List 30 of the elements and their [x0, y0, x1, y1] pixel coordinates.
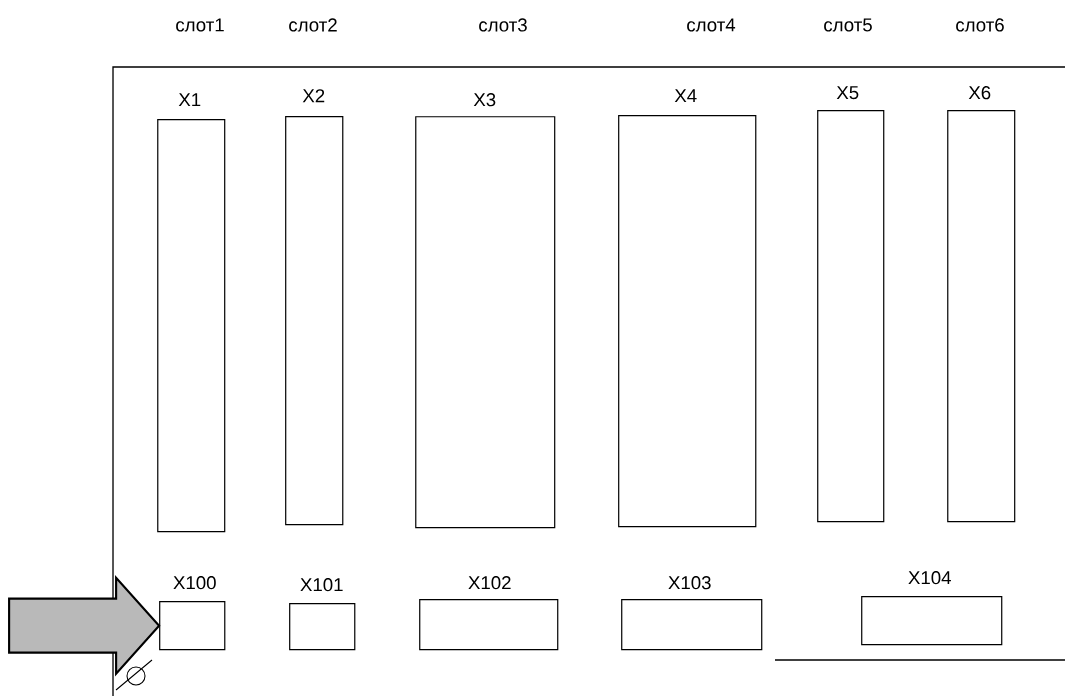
connector-slot: X104 — [861, 571, 1003, 646]
slot-label: слот1 — [176, 18, 224, 32]
slot-label: слот2 — [289, 18, 337, 32]
node-label: X2 — [302, 89, 325, 103]
connector-slot: X5 — [817, 86, 885, 523]
node-label: X102 — [468, 576, 511, 590]
slot-label: слот6 — [956, 18, 1004, 32]
connector-slot: X102 — [419, 576, 559, 651]
node-label: X4 — [674, 89, 697, 103]
node-label: X104 — [908, 571, 951, 585]
connector-slot: X100 — [159, 576, 226, 651]
connector-slot: X6 — [947, 86, 1016, 523]
node-label: X1 — [178, 93, 201, 107]
slot-label: слот5 — [824, 18, 872, 32]
connector-slot: X3 — [415, 93, 556, 529]
connector-slot: X103 — [621, 576, 763, 651]
node-label: X100 — [173, 576, 216, 590]
slot-label: слот3 — [479, 18, 527, 32]
block-arrow — [8, 574, 161, 677]
connector-slot: X1 — [157, 93, 226, 533]
slot-label: слот4 — [687, 18, 736, 32]
node-label: X103 — [668, 576, 711, 590]
connector-slot: X101 — [289, 578, 356, 651]
node-label: X101 — [300, 578, 343, 592]
board-outline — [112, 66, 1065, 696]
connector-slot: X4 — [618, 89, 757, 528]
node-label: X6 — [968, 86, 991, 100]
node-label: X5 — [836, 86, 859, 100]
node-label: X3 — [473, 93, 496, 107]
connector-slot: X2 — [285, 89, 344, 526]
